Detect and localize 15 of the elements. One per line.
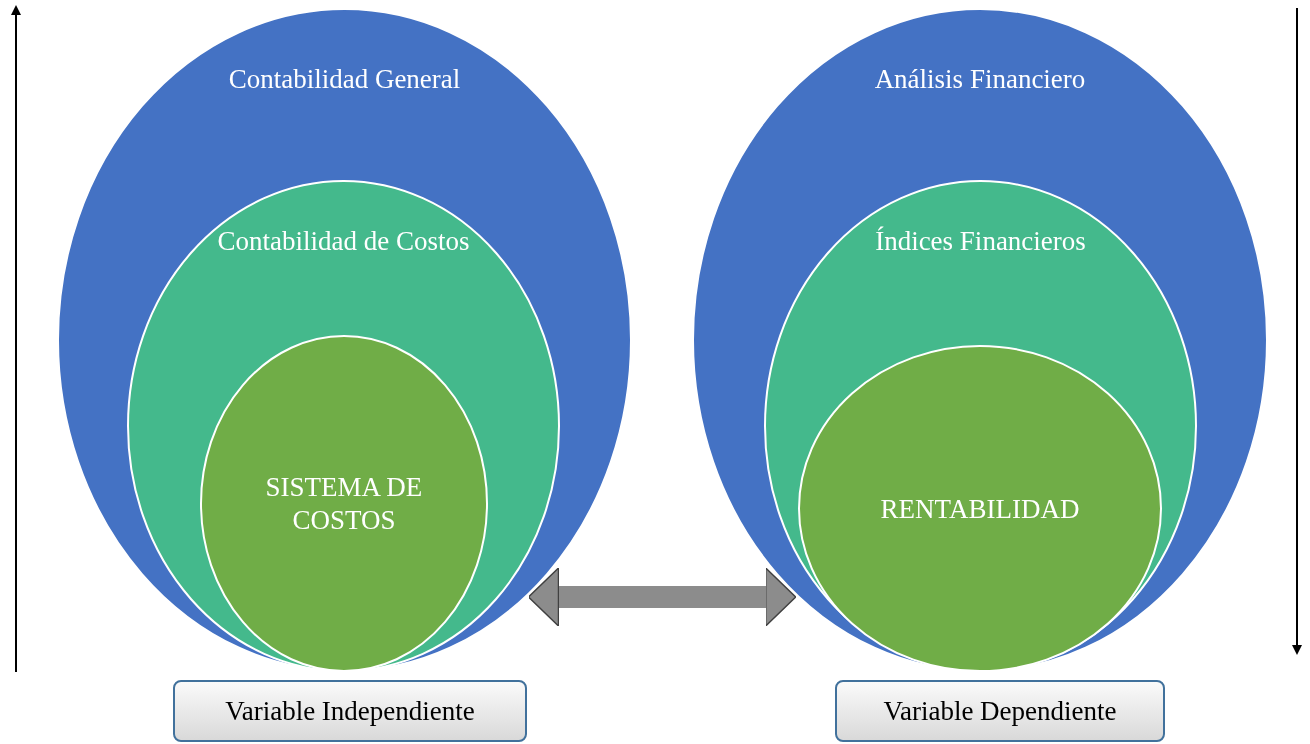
- label-box: Variable Independiente: [173, 680, 527, 742]
- ellipse: [798, 345, 1162, 672]
- ellipse: [200, 335, 488, 672]
- ellipse: [127, 180, 560, 672]
- ellipse: [57, 8, 632, 672]
- ellipse-label: Contabilidad General: [227, 63, 462, 96]
- double-arrow: [527, 567, 797, 627]
- ellipse-label: Análisis Financiero: [873, 63, 1087, 96]
- ellipse-label: Índices Financieros: [874, 225, 1087, 258]
- ellipse: [764, 180, 1197, 672]
- ellipse: [692, 8, 1268, 672]
- ellipse-label: SISTEMA DE COSTOS: [264, 470, 424, 537]
- ellipse-label: RENTABILIDAD: [879, 492, 1081, 525]
- ellipse-label: Contabilidad de Costos: [216, 225, 471, 258]
- label-box: Variable Dependiente: [835, 680, 1165, 742]
